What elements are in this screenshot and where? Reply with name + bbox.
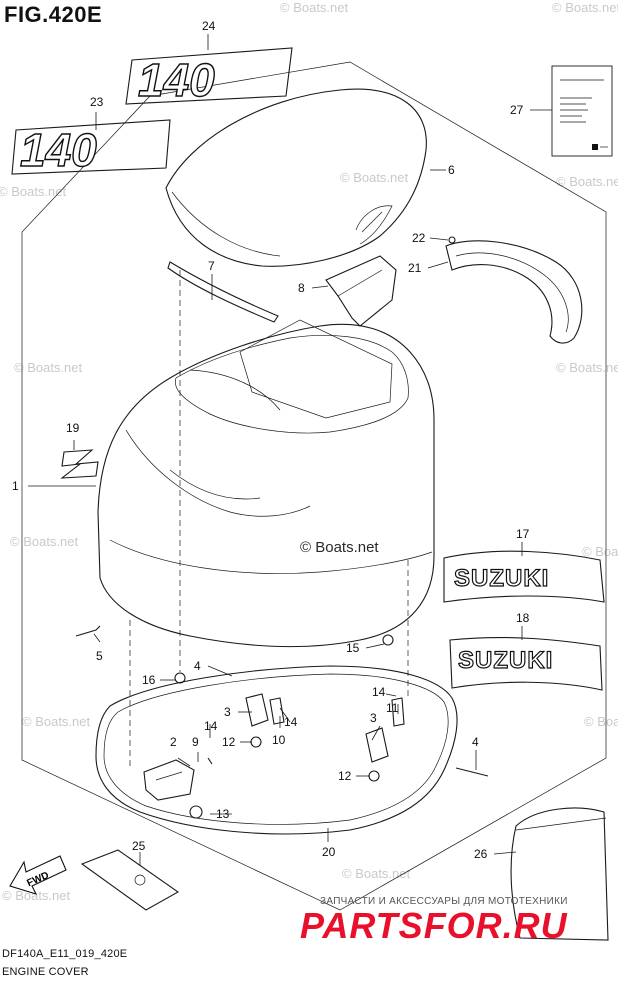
callout-20: 20	[322, 845, 336, 859]
callout-21: 21	[408, 261, 422, 275]
callout-22: 22	[412, 231, 426, 245]
cover-bag	[510, 807, 609, 941]
figure-title: FIG.420E	[4, 2, 103, 27]
seal-strip	[167, 261, 279, 323]
top-cover	[165, 88, 427, 267]
watermark-group: © Boats.net © Boats.net © Boats.net © Bo…	[0, 0, 618, 903]
latch-center	[245, 693, 285, 727]
callout-18: 18	[516, 611, 530, 625]
callout-4: 4	[472, 735, 479, 749]
brand-logo-text: PARTSFOR.RU	[300, 905, 568, 946]
decal-suzuki-18: SUZUKI	[449, 636, 603, 691]
callout-9: 9	[192, 735, 199, 749]
decal-suzuki-text: SUZUKI	[454, 565, 549, 592]
callout-3: 3	[370, 711, 377, 725]
callout-17: 17	[516, 527, 530, 541]
watermark: © Boats.net	[340, 170, 409, 185]
watermark: © Boats.net	[552, 0, 618, 15]
callout-25: 25	[132, 839, 146, 853]
touch-up-bag	[80, 849, 180, 911]
watermark: © Boats.net	[280, 0, 349, 15]
assembly-guides	[129, 270, 409, 770]
watermark: © Boats.net	[10, 534, 79, 549]
watermark: © Boats.net	[556, 360, 618, 375]
callout-11: 11	[386, 701, 399, 715]
watermark: © Boats.net	[2, 888, 71, 903]
watermark: © Boats.net	[0, 184, 67, 199]
callout-16: 16	[142, 673, 156, 687]
watermark: © Boats.net	[582, 544, 618, 559]
decal-140-lower: 140	[11, 119, 171, 177]
handle-assembly	[445, 236, 583, 344]
watermark: © Boats.net	[584, 714, 618, 729]
callout-14: 14	[284, 715, 298, 729]
callout-14: 14	[204, 719, 218, 733]
callout-1: 1	[12, 479, 19, 493]
decal-suzuki-text: SUZUKI	[458, 647, 553, 674]
callout-12: 12	[222, 735, 236, 749]
watermark: © Boats.net	[342, 866, 411, 881]
callout-26: 26	[474, 847, 488, 861]
model-code: DF140A_E11_019_420E	[2, 948, 128, 960]
bottom-seal	[95, 665, 458, 835]
engine-cover	[97, 319, 435, 648]
callout-2: 2	[170, 735, 177, 749]
callout-8: 8	[298, 281, 305, 295]
group-frame-outline	[21, 61, 607, 911]
callout-7: 7	[208, 259, 215, 273]
watermark: © Boats.net	[14, 360, 83, 375]
watermark-center: © Boats.net	[300, 539, 379, 556]
callout-14: 14	[372, 685, 386, 699]
cover-bracket	[325, 255, 397, 327]
decal-suzuki-17: SUZUKI	[443, 550, 605, 603]
callout-10: 10	[272, 733, 286, 747]
callout-12: 12	[338, 769, 352, 783]
callout-5: 5	[96, 649, 103, 663]
watermark: © Boats.net	[556, 174, 618, 189]
callout-24: 24	[202, 19, 216, 33]
leader-lines	[28, 34, 552, 866]
suzuki-s-emblem	[60, 449, 99, 479]
callout-19: 19	[66, 421, 80, 435]
callout-4: 4	[194, 659, 201, 673]
brand-tagline: ЗАПЧАСТИ И АКСЕССУАРЫ ДЛЯ МОТОТЕХНИКИ	[320, 896, 568, 907]
decal-140-text: 140	[138, 54, 215, 106]
watermark: © Boats.net	[22, 714, 91, 729]
manual-sheet	[551, 65, 613, 157]
latch-right	[365, 697, 405, 763]
decal-140-upper: 140	[125, 47, 293, 107]
latch-left	[143, 759, 195, 801]
callout-3: 3	[224, 705, 231, 719]
callout-27: 27	[510, 103, 524, 117]
section-name: ENGINE COVER	[2, 966, 89, 978]
callout-6: 6	[448, 163, 455, 177]
callout-15: 15	[346, 641, 360, 655]
callout-labels: 1 2 3 3 4 4 5 6 7 8 9 10 11 12 12 13 14 …	[12, 19, 530, 861]
callout-23: 23	[90, 95, 104, 109]
callout-13: 13	[216, 807, 230, 821]
decal-140-text: 140	[20, 124, 97, 176]
